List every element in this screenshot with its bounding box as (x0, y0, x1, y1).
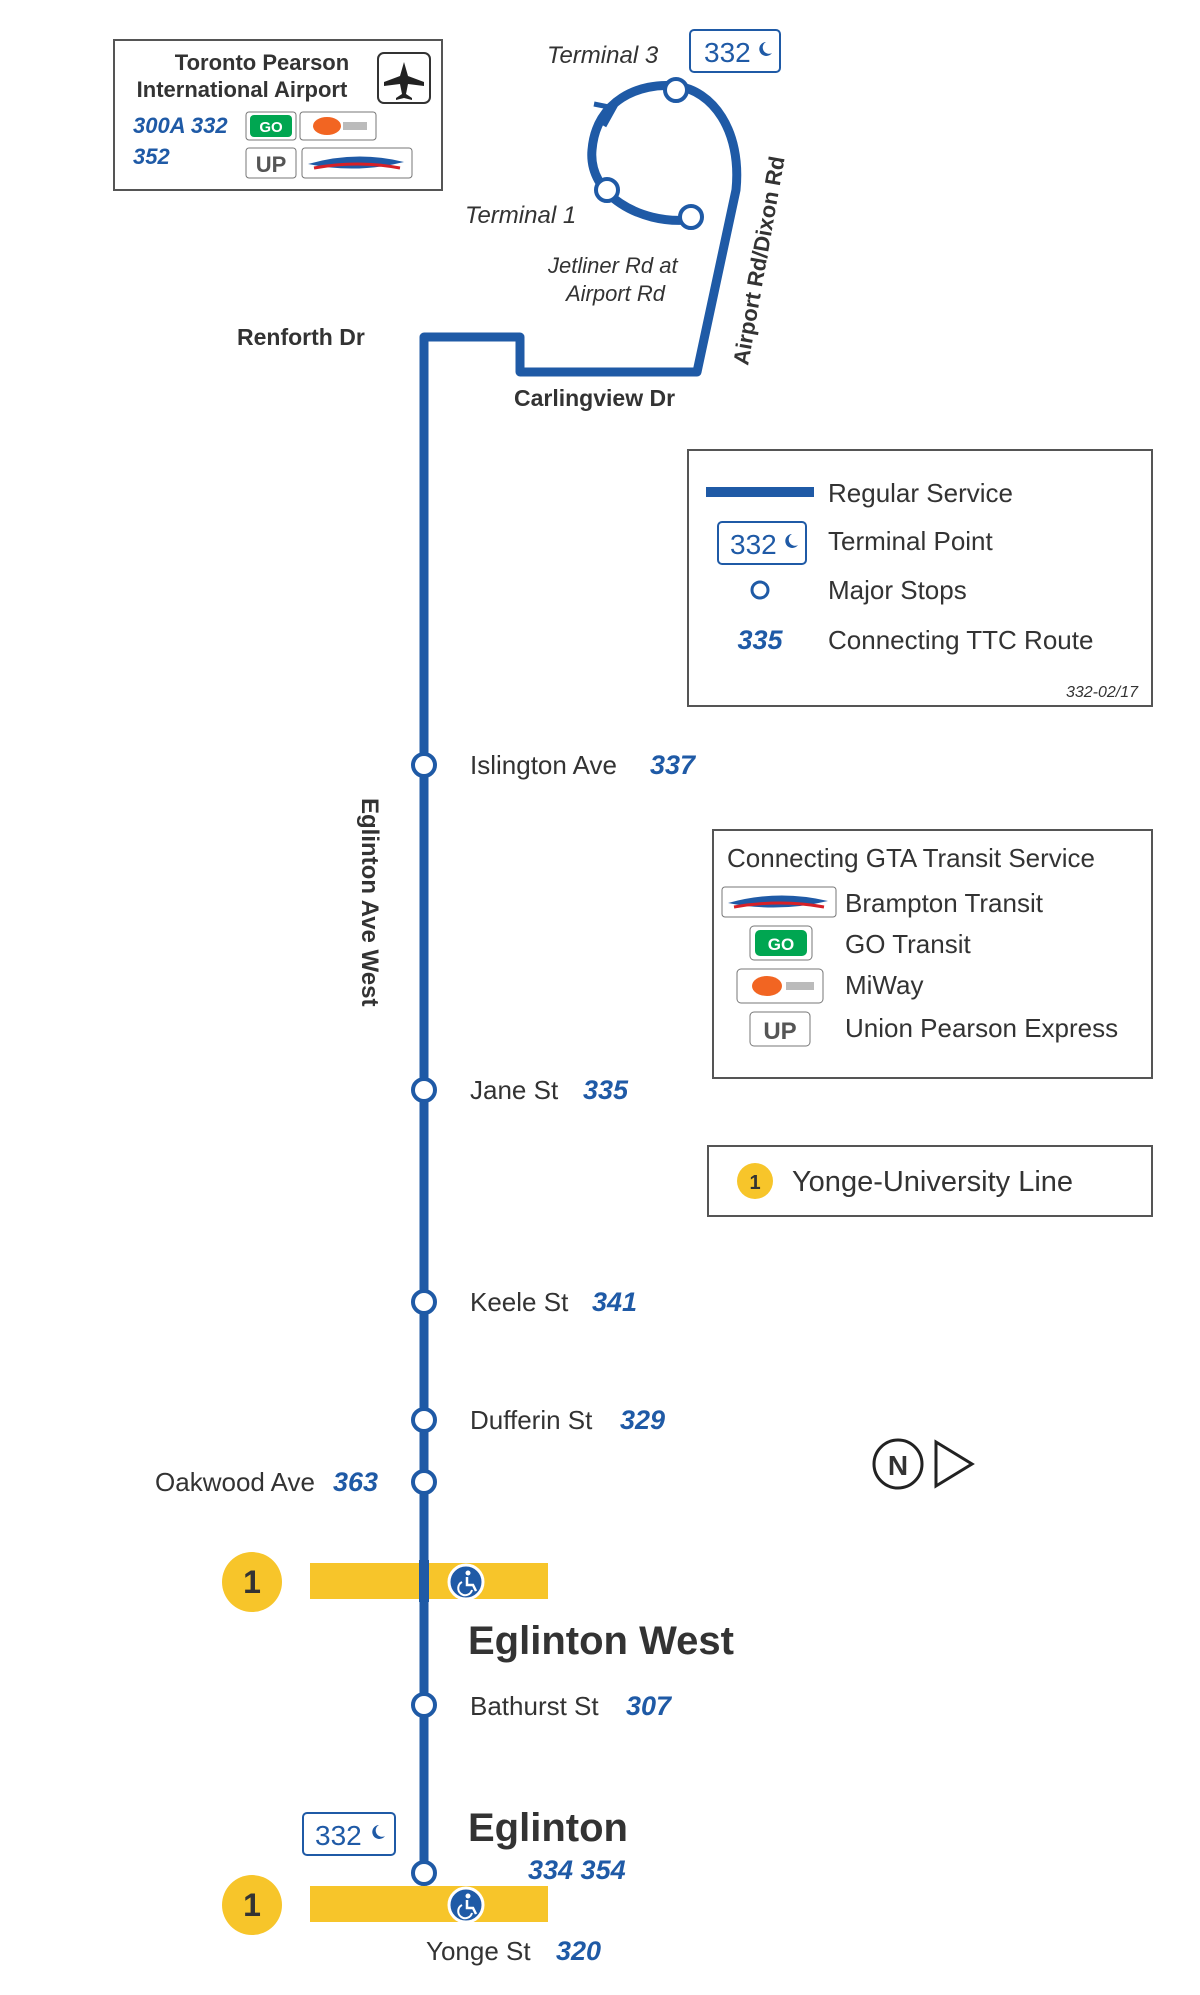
renforth-label: Renforth Dr (237, 324, 365, 350)
airport-routes-1: 300A 332 (133, 113, 228, 138)
legend-route-number: 335 (737, 625, 783, 655)
carlingview-label: Carlingview Dr (514, 385, 675, 411)
svg-text:GO: GO (768, 935, 794, 954)
airport-box: Toronto Pearson International Airport 30… (113, 39, 443, 191)
svg-text:GO: GO (259, 119, 283, 136)
stop-name: Dufferin St (470, 1405, 593, 1435)
airport-title-2: International Airport (137, 77, 348, 102)
legend-code: 332-02/17 (1066, 684, 1139, 701)
up-express-logo: UP (749, 1011, 811, 1047)
miway-logo-small (299, 111, 377, 141)
legend-terminal-badge: 332 (717, 521, 807, 565)
stop-name: Bathurst St (470, 1691, 599, 1721)
svg-text:1: 1 (749, 1172, 760, 1194)
legend-regular: Regular Service (828, 478, 1013, 508)
stop-bathurst: Bathurst St 307 (411, 1691, 673, 1721)
airport-title-1: Toronto Pearson (175, 50, 349, 75)
accessible-icon (447, 1886, 485, 1924)
accessible-icon (447, 1563, 485, 1601)
stop-route: 335 (583, 1075, 629, 1105)
jetliner-label-2: Airport Rd (564, 281, 666, 306)
line-1-label: Yonge-University Line (792, 1166, 1073, 1198)
subway-platform (310, 1886, 548, 1922)
svg-text:UP: UP (256, 152, 287, 177)
airplane-icon (377, 52, 431, 104)
brampton-transit-logo-small (301, 147, 413, 179)
gta-title: Connecting GTA Transit Service (727, 843, 1095, 873)
stop-route: 320 (556, 1936, 601, 1966)
line-1-icon (222, 1552, 282, 1612)
legend-connecting: Connecting TTC Route (828, 625, 1093, 655)
eglinton-ave-west-label: Eglinton Ave West (356, 798, 383, 1006)
stop-name: Oakwood Ave (155, 1467, 315, 1497)
legend-regular-line (706, 487, 814, 497)
svg-text:1: 1 (243, 1887, 261, 1923)
stop-terminal-3 (663, 77, 689, 103)
terminal-stop (411, 1860, 437, 1886)
gta-item-brampton: Brampton Transit (845, 888, 1044, 918)
jetliner-label-1: Jetliner Rd at (547, 253, 679, 278)
stop-jane: Jane St 335 (411, 1075, 629, 1105)
stop-yonge: Yonge St 320 (426, 1936, 601, 1966)
svg-text:1: 1 (243, 1564, 261, 1600)
stop-name: Jane St (470, 1075, 559, 1105)
station-name: Eglinton West (468, 1619, 734, 1663)
svg-text:332: 332 (315, 1820, 362, 1851)
station-name: Eglinton (468, 1806, 628, 1850)
miway-logo (736, 968, 824, 1004)
svg-text:332: 332 (730, 529, 777, 560)
stop-name: Yonge St (426, 1936, 531, 1966)
svg-text:UP: UP (763, 1018, 796, 1045)
gta-transit-box: Connecting GTA Transit Service Brampton … (712, 829, 1153, 1079)
stop-route: 307 (626, 1691, 673, 1721)
eglinton-west-station: 1 Eglinton West (222, 1552, 734, 1663)
stop-oakwood: Oakwood Ave 363 (155, 1467, 437, 1497)
svg-text:332: 332 (704, 37, 751, 68)
stop-jetliner (678, 204, 704, 230)
terminal-badge-eglinton: 332 (302, 1812, 396, 1856)
gta-item-miway: MiWay (845, 970, 923, 1000)
terminal-3-label: Terminal 3 (547, 42, 659, 69)
station-routes: 334 354 (528, 1855, 626, 1885)
up-express-logo-small: UP (245, 147, 297, 179)
gta-item-go: GO Transit (845, 929, 971, 959)
stop-route: 337 (650, 750, 697, 780)
line-1-icon (737, 1163, 773, 1199)
stop-dufferin: Dufferin St 329 (411, 1405, 665, 1435)
north-arrow-icon: N (872, 1438, 975, 1490)
stop-name: Keele St (470, 1287, 569, 1317)
go-transit-logo: GO (749, 925, 813, 961)
gta-item-up: Union Pearson Express (845, 1013, 1118, 1043)
stop-terminal-1 (594, 177, 620, 203)
svg-text:N: N (888, 1450, 908, 1481)
legend-major: Major Stops (828, 575, 967, 605)
stop-route: 341 (592, 1287, 637, 1317)
legend-terminal: Terminal Point (828, 526, 994, 556)
airport-routes-2: 352 (133, 144, 170, 169)
stop-route: 329 (620, 1405, 665, 1435)
line-1-box: 1 Yonge-University Line (707, 1145, 1153, 1217)
go-transit-logo-small: GO (245, 111, 297, 141)
stop-route: 363 (333, 1467, 378, 1497)
brampton-transit-logo (721, 886, 837, 918)
regular-service-route (419, 80, 742, 1873)
terminal-badge-top: 332 (689, 29, 781, 73)
terminal-1-label: Terminal 1 (465, 202, 576, 229)
stop-islington: Islington Ave 337 (411, 750, 697, 780)
legend-stop-icon (750, 580, 770, 600)
legend-box: Regular Service 332 Terminal Point Major… (687, 449, 1153, 707)
loop-direction-arrow (593, 101, 618, 128)
line-1-icon (222, 1875, 282, 1935)
stop-name: Islington Ave (470, 750, 617, 780)
stop-keele: Keele St 341 (411, 1287, 637, 1317)
eglinton-station: 332 Eglinton 334 354 1 (222, 1806, 628, 1935)
